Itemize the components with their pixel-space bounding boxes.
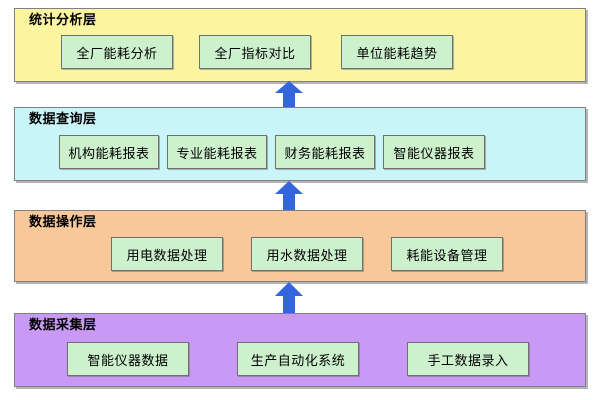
- layer-data-collection: 数据采集层 智能仪器数据 生产自动化系统 手工数据录入: [14, 313, 586, 387]
- node-row-data-collection: 智能仪器数据 生产自动化系统 手工数据录入: [15, 342, 585, 376]
- node-professional-energy-report[interactable]: 专业能耗报表: [167, 135, 267, 169]
- node-water-data-processing[interactable]: 用水数据处理: [251, 237, 363, 271]
- node-organization-energy-report[interactable]: 机构能耗报表: [59, 135, 159, 169]
- node-energy-equipment-management[interactable]: 耗能设备管理: [391, 237, 503, 271]
- node-financial-energy-report[interactable]: 财务能耗报表: [275, 135, 375, 169]
- node-row-statistical-analysis: 全厂能耗分析 全厂指标对比 单位能耗趋势: [15, 35, 585, 69]
- arrow-query-to-analysis-icon: [274, 81, 304, 109]
- layer-title-data-collection: 数据采集层: [29, 318, 97, 333]
- arrow-collection-to-operation-icon: [274, 282, 304, 314]
- node-row-data-operation: 用电数据处理 用水数据处理 耗能设备管理: [15, 237, 585, 271]
- layer-title-data-operation: 数据操作层: [29, 215, 97, 230]
- arrow-operation-to-query-icon: [274, 181, 304, 211]
- node-manual-data-entry[interactable]: 手工数据录入: [407, 342, 529, 376]
- layer-data-operation: 数据操作层 用电数据处理 用水数据处理 耗能设备管理: [14, 210, 586, 282]
- node-plant-index-comparison[interactable]: 全厂指标对比: [199, 35, 311, 69]
- layer-title-data-query: 数据查询层: [29, 112, 97, 127]
- layer-title-statistical-analysis: 统计分析层: [29, 13, 97, 28]
- node-smart-meter-data[interactable]: 智能仪器数据: [67, 342, 189, 376]
- node-unit-energy-trend[interactable]: 单位能耗趋势: [341, 35, 453, 69]
- node-smart-meter-report[interactable]: 智能仪器报表: [383, 135, 485, 169]
- node-production-automation-system[interactable]: 生产自动化系统: [237, 342, 359, 376]
- layer-statistical-analysis: 统计分析层 全厂能耗分析 全厂指标对比 单位能耗趋势: [14, 8, 586, 82]
- layer-data-query: 数据查询层 机构能耗报表 专业能耗报表 财务能耗报表 智能仪器报表: [14, 107, 586, 181]
- node-electricity-data-processing[interactable]: 用电数据处理: [111, 237, 223, 271]
- node-plant-energy-analysis[interactable]: 全厂能耗分析: [61, 35, 173, 69]
- node-row-data-query: 机构能耗报表 专业能耗报表 财务能耗报表 智能仪器报表: [15, 135, 585, 169]
